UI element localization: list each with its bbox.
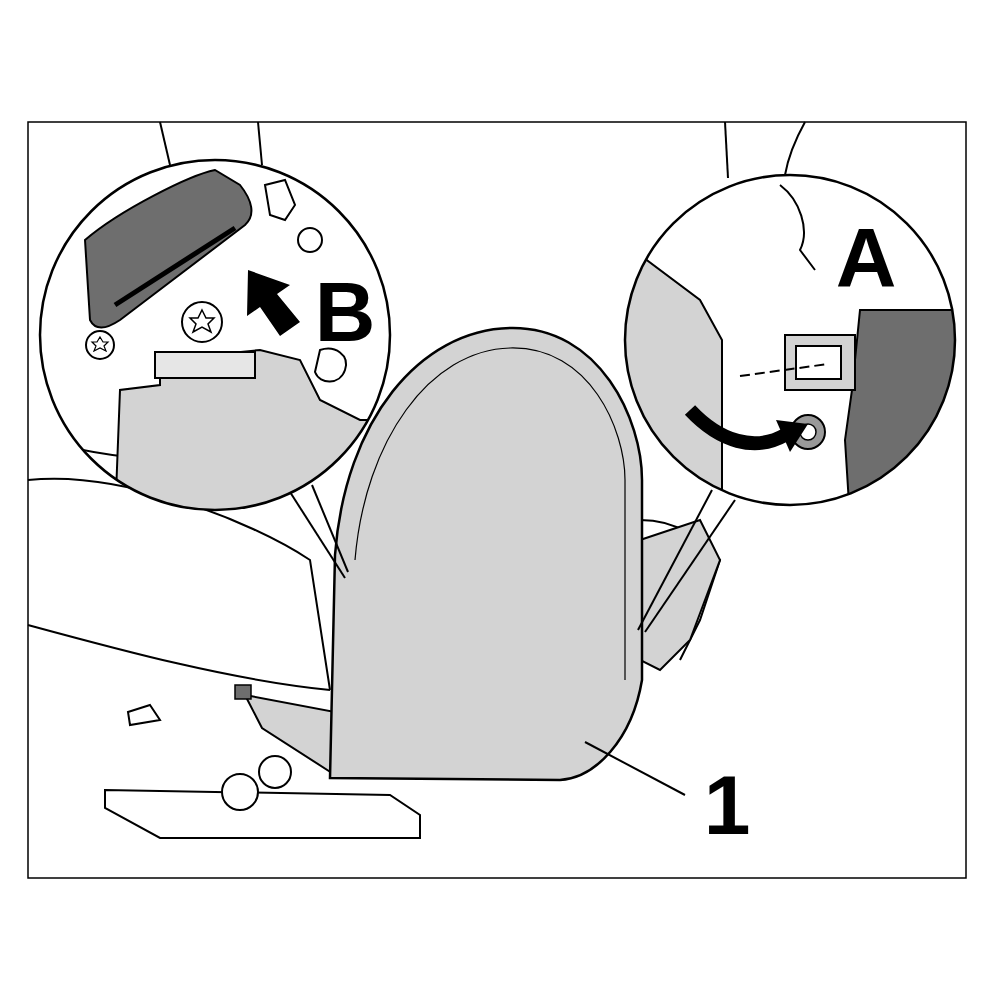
illustration-part	[640, 520, 720, 670]
illustration-part	[182, 302, 222, 342]
callout-number: 1	[704, 763, 751, 847]
illustration-part	[222, 774, 258, 810]
illustration-part	[258, 122, 262, 165]
illustration-part	[128, 705, 160, 725]
illustration-part	[259, 756, 291, 788]
illustration-part	[620, 185, 960, 520]
illustration-part	[298, 228, 322, 252]
illustration-part	[190, 310, 214, 332]
illustration-part	[796, 346, 841, 379]
illustration-part	[265, 180, 295, 220]
illustration-part	[690, 410, 785, 443]
illustration-part	[776, 420, 808, 452]
callout-letter: B	[315, 270, 376, 354]
illustration-part	[625, 175, 955, 505]
illustration-part	[290, 492, 345, 578]
callout-letter: A	[836, 216, 897, 300]
illustration-part	[28, 479, 330, 690]
illustration-part	[155, 352, 255, 378]
illustration-part	[725, 122, 728, 178]
illustration-part	[645, 500, 735, 632]
illustration-part	[740, 364, 828, 376]
illustration-part	[105, 790, 420, 838]
illustration-part	[86, 331, 114, 359]
illustration-part	[28, 122, 966, 878]
illustration-part	[780, 185, 815, 270]
illustration-part	[92, 337, 108, 351]
illustration-part	[312, 485, 348, 572]
illustration-part	[28, 625, 330, 690]
illustration-part	[40, 170, 400, 520]
illustration-part	[638, 490, 712, 630]
illustration-part	[290, 485, 735, 632]
illustration-part	[235, 685, 251, 699]
illustration-part	[355, 348, 625, 680]
illustration-part	[40, 160, 390, 510]
illustration-part	[585, 742, 685, 795]
illustration-part	[247, 270, 300, 336]
illustration-part	[785, 335, 855, 390]
illustration-part	[160, 122, 170, 165]
illustration-part	[245, 695, 335, 775]
illustration-part	[785, 122, 805, 175]
